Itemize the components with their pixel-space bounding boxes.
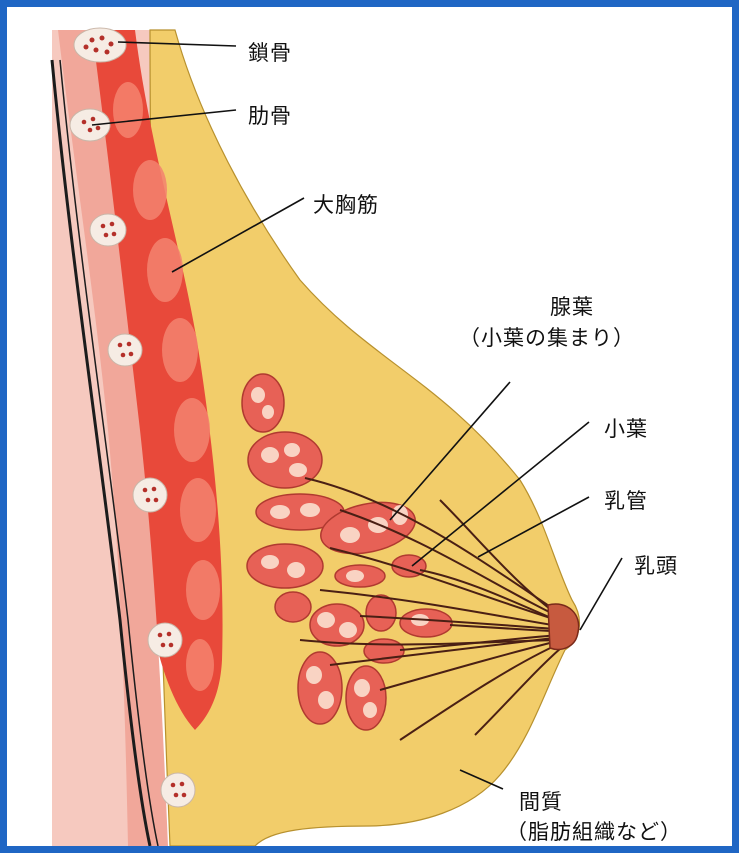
label-nipple: 乳頭 bbox=[634, 553, 678, 579]
lobule bbox=[310, 604, 364, 646]
lobule bbox=[242, 374, 284, 432]
label-stroma: 間質 bbox=[519, 789, 563, 815]
label-pectoralis: 大胸筋 bbox=[313, 192, 379, 218]
label-stroma-note: （脂肪組織など） bbox=[506, 819, 682, 845]
label-clavicle: 鎖骨 bbox=[248, 40, 292, 66]
lobule bbox=[298, 652, 342, 724]
label-lobe: 腺葉 bbox=[517, 294, 627, 320]
lobule bbox=[366, 595, 396, 631]
lobule bbox=[275, 592, 311, 622]
label-duct: 乳管 bbox=[604, 488, 648, 514]
label-lobule: 小葉 bbox=[604, 416, 648, 442]
label-lobe-note: （小葉の集まり） bbox=[459, 325, 635, 351]
lobule bbox=[247, 544, 323, 588]
lobule bbox=[346, 666, 386, 730]
label-rib: 肋骨 bbox=[248, 103, 292, 129]
